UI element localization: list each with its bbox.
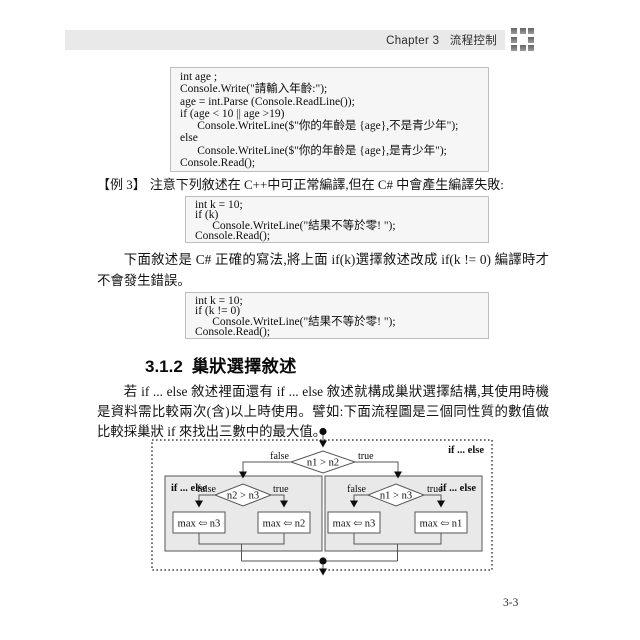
top-false-connector — [239, 461, 291, 479]
code-block-age-example: int age ; Console.Write("請輸入年齡:"); age =… — [170, 67, 489, 172]
process-max-n2-label: max ⇦ n2 — [263, 519, 306, 530]
code-block-if-k-csharp: int k = 10; if (k != 0) Console.WriteLin… — [185, 292, 489, 339]
example-3-label: 【例 3】 — [97, 177, 146, 192]
left-true-connector — [271, 494, 288, 508]
section-number: 3.1.2 — [145, 357, 183, 376]
process-max-n3-right-label: max ⇦ n3 — [333, 519, 376, 530]
left-true-label: true — [273, 484, 289, 495]
paragraph-nested-if-intro: 若 if ... else 敘述裡面還有 if ... else 敘述就構成巢狀… — [97, 384, 549, 439]
right-false-label: false — [347, 484, 366, 495]
section-heading: 3.1.2 巢狀選擇敘述 — [145, 352, 297, 377]
decision-n2-gt-n3-label: n2 > n3 — [227, 491, 259, 502]
process-max-n1-label: max ⇦ n1 — [420, 519, 463, 530]
decision-n2-gt-n3 — [213, 483, 273, 507]
example-3-line: 【例 3】注意下列敘述在 C++中可正常編譯,但在 C# 中會產生編譯失敗: — [97, 177, 549, 193]
flow-exit-dot — [319, 557, 327, 565]
decision-n1-gt-n3 — [366, 483, 426, 507]
left-false-label: false — [197, 484, 216, 495]
section-title: 巢狀選擇敘述 — [191, 357, 297, 376]
grid-of-squares-icon — [511, 28, 534, 51]
example-3-text: 注意下列敘述在 C++中可正常編譯,但在 C# 中會產生編譯失敗: — [149, 177, 504, 192]
right-false-connector — [350, 494, 368, 508]
right-true-connector — [424, 494, 445, 508]
chapter-header-bar: Chapter 3 流程控制 — [65, 30, 505, 50]
flow-entry-dot — [319, 427, 327, 436]
decision-n1-gt-n2 — [289, 450, 357, 474]
top-true-label: true — [358, 451, 374, 462]
top-true-connector — [354, 461, 402, 479]
decision-n1-gt-n2-label: n1 > n2 — [307, 458, 339, 469]
top-false-label: false — [270, 451, 289, 462]
right-true-label: true — [427, 484, 443, 495]
left-block-label: if ... else — [171, 483, 207, 494]
page-number: 3-3 — [503, 597, 519, 609]
chapter-title: Chapter 3 流程控制 — [386, 35, 497, 47]
left-false-connector — [195, 494, 215, 508]
process-max-n3-left-label: max ⇦ n3 — [178, 519, 221, 530]
right-block-label: if ... else — [440, 483, 476, 494]
code-block-if-k-cpp: int k = 10; if (k) Console.WriteLine("結果… — [185, 196, 489, 243]
paragraph-csharp-fix: 下面敘述是 C# 正確的寫法,將上面 if(k)選擇敘述改成 if(k != 0… — [97, 252, 549, 288]
nested-if-flowchart: if ... else if ... else if ... else n1 >… — [151, 427, 493, 576]
outer-if-else-label: if ... else — [448, 445, 484, 456]
decision-n1-gt-n3-label: n1 > n3 — [380, 491, 412, 502]
